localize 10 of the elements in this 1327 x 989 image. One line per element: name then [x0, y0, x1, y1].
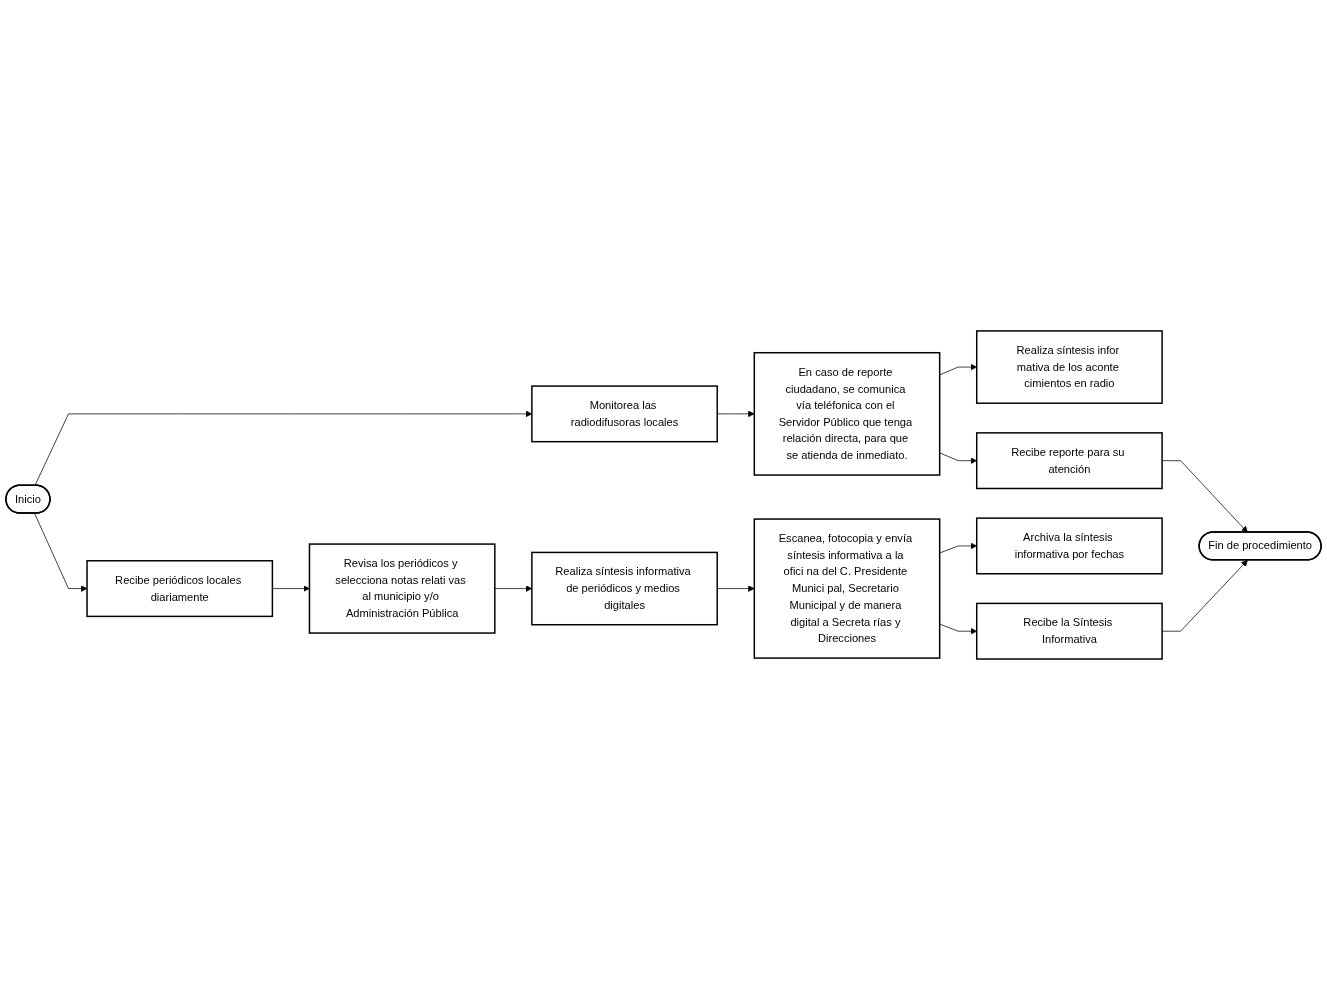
- node-box: Escanea, fotocopia y envía síntesis informativa a la ofici na del C. Presidente Munici pal, Secretario Municipal y de manera digital a Secreta rías y Direcciones: [753, 517, 941, 659]
- node-box: Recibe reporte para su atención: [976, 431, 1163, 489]
- node-box: Recibe periódicos locales diariamente: [86, 559, 274, 617]
- node-box: Recibe la Síntesis Informativa: [976, 602, 1163, 660]
- node-box: Revisa los periódicos y selecciona notas relati vas al municipio y/o Administración Pública: [308, 542, 496, 634]
- node-box: Realiza síntesis infor mativa de los aconte cimientos en radio: [976, 329, 1163, 404]
- node-box: Archiva la síntesis informativa por fechas: [976, 516, 1163, 574]
- node-box: Monitorea las radiodifusoras locales: [531, 384, 718, 442]
- node-box: Realiza síntesis informativa de periódicos y medios digitales: [531, 551, 718, 625]
- node-box: En caso de reporte ciudadano, se comunica vía teléfonica con el Servidor Público que tenga relación directa, para que se atienda de inmediato.: [753, 351, 941, 476]
